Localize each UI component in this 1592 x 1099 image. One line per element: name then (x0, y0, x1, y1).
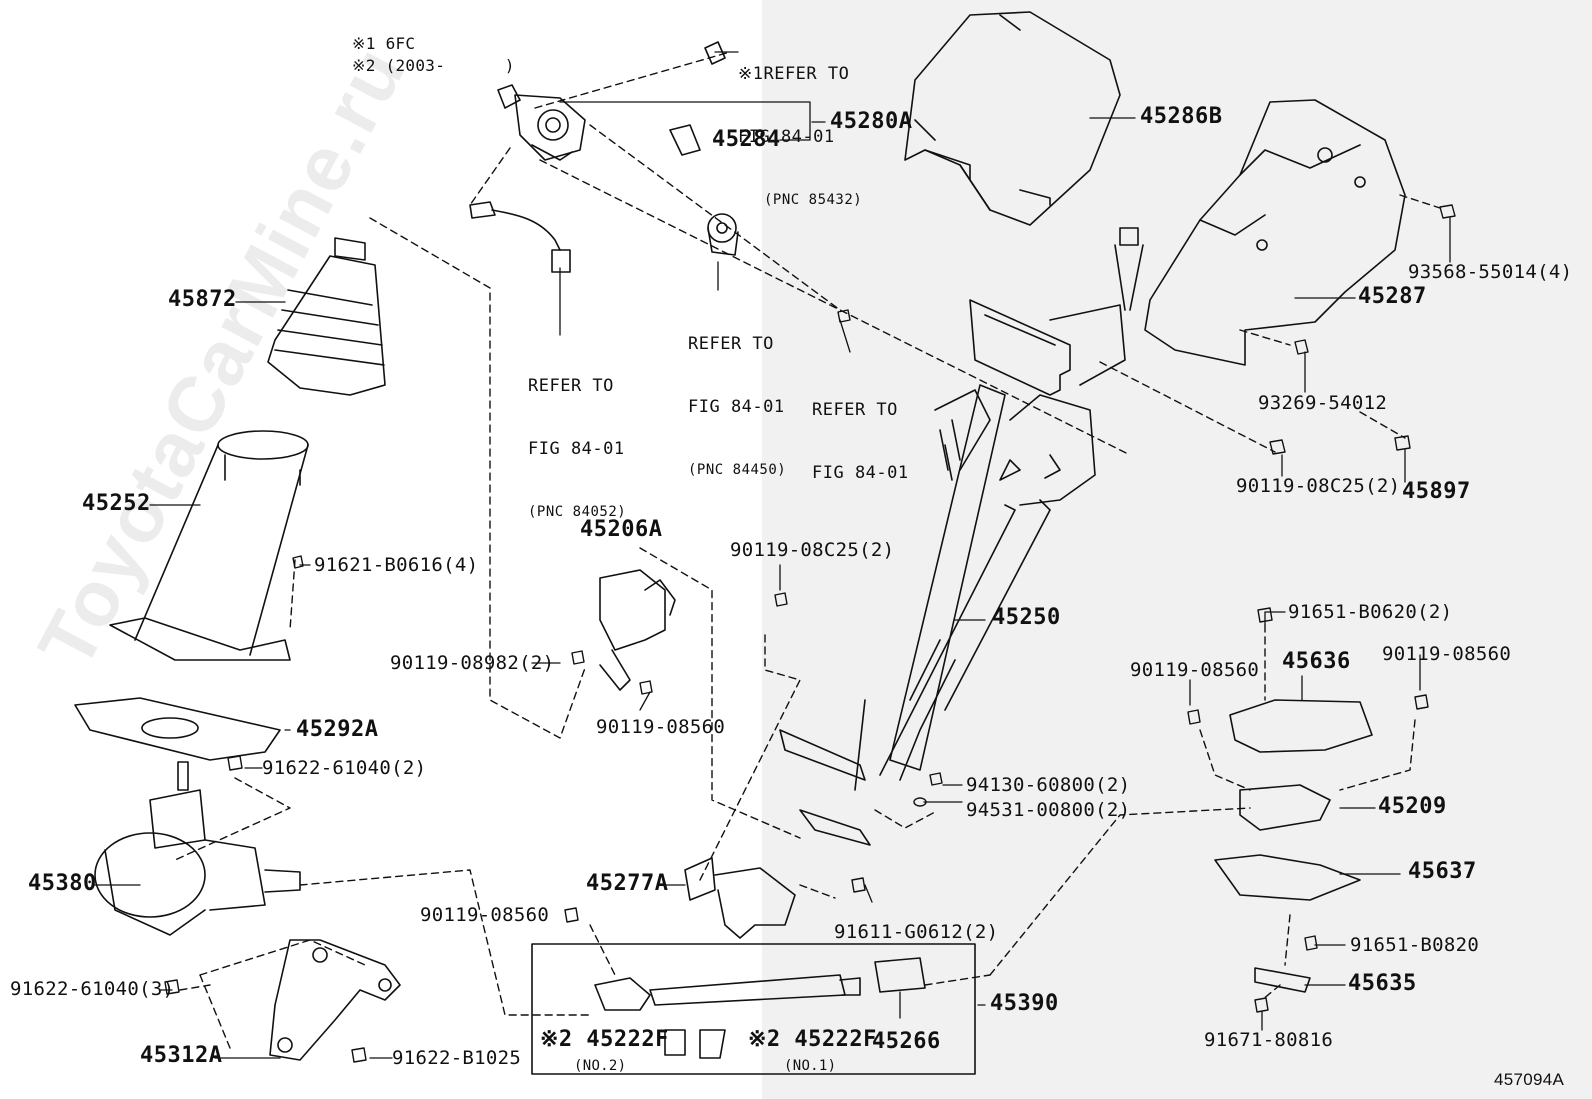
part-93568-55014[interactable]: 93568-55014(4) (1408, 261, 1573, 283)
refer-pnc: (PNC 84450) (688, 462, 787, 478)
refer-pnc: (PNC 84052) (528, 504, 627, 520)
bolts (164, 204, 1456, 1063)
part-90119-08982[interactable]: 90119-08982(2) (390, 652, 555, 674)
part-45635[interactable]: 45635 (1348, 971, 1417, 996)
wire-harness (469, 201, 571, 273)
part-90119-08560-c[interactable]: 90119-08560 (1382, 643, 1512, 665)
column-clamp (684, 857, 796, 939)
refer-to-84450[interactable]: REFER TO FIG 84-01 (PNC 84450) (688, 292, 786, 523)
note-2: ※2 (2003- ) (352, 56, 515, 75)
part-45277A[interactable]: 45277A (586, 871, 669, 896)
part-94130-60800[interactable]: 94130-60800(2) (966, 774, 1131, 796)
upper-column-cover (904, 11, 1121, 226)
part-45222F-no2-sub: (NO.2) (574, 1058, 627, 1074)
dust-boot (267, 237, 386, 396)
steering-column (779, 227, 1144, 846)
part-45872[interactable]: 45872 (168, 287, 237, 312)
part-45252[interactable]: 45252 (82, 491, 151, 516)
part-91651-B0620[interactable]: 91651-B0620(2) (1288, 601, 1453, 623)
figure-id: 457094A (1494, 1070, 1565, 1089)
column-tube (109, 430, 309, 661)
intermediate-shaft-box (531, 943, 976, 1075)
refer-to-85432[interactable]: ※1REFER TO FIG 84-01 (PNC 85432) (738, 22, 862, 253)
part-45292A[interactable]: 45292A (296, 717, 379, 742)
part-91651-B0820[interactable]: 91651-B0820 (1350, 934, 1480, 956)
gear-box (94, 761, 301, 936)
part-45390[interactable]: 45390 (990, 991, 1059, 1016)
part-91622-61040-3[interactable]: 91622-61040(3) (10, 978, 175, 1000)
part-45287[interactable]: 45287 (1358, 284, 1427, 309)
refer-line-2: FIG 84-01 (812, 463, 909, 483)
part-45280A[interactable]: 45280A (830, 109, 913, 134)
mounting-bracket (269, 939, 401, 1061)
part-90119-08C25-center[interactable]: 90119-08C25(2) (730, 539, 895, 561)
part-45222F-no2[interactable]: ※2 45222F (540, 1027, 669, 1052)
part-90119-08C25-right[interactable]: 90119-08C25(2) (1236, 475, 1401, 497)
part-45897[interactable]: 45897 (1402, 479, 1471, 504)
lower-parts-right (1214, 699, 1373, 993)
leader-lines (91, 51, 1451, 1059)
refer-line-2: FIG 84-01 (688, 397, 785, 417)
part-91622-61040-2[interactable]: 91622-61040(2) (262, 757, 427, 779)
refer-line-1: ※1REFER TO (738, 64, 850, 84)
part-45312A[interactable]: 45312A (140, 1043, 223, 1068)
part-91611-G0612[interactable]: 91611-G0612(2) (834, 921, 999, 943)
part-45222F-no1[interactable]: ※2 45222F (748, 1027, 877, 1052)
part-45380[interactable]: 45380 (28, 871, 97, 896)
background-shade (762, 0, 1592, 1099)
part-91621-B0616[interactable]: 91621-B0616(4) (314, 554, 479, 576)
refer-to-84-01[interactable]: REFER TO FIG 84-01 (812, 358, 909, 526)
part-45209[interactable]: 45209 (1378, 794, 1447, 819)
refer-line-1: REFER TO (688, 334, 774, 354)
refer-line-1: REFER TO (528, 376, 614, 396)
part-90119-08560-b[interactable]: 90119-08560 (1130, 659, 1260, 681)
part-45206A[interactable]: 45206A (580, 517, 663, 542)
refer-line-2: FIG 84-01 (528, 439, 625, 459)
part-93269-54012[interactable]: 93269-54012 (1258, 392, 1388, 414)
part-90119-08560-a[interactable]: 90119-08560 (596, 716, 726, 738)
refer-pnc: (PNC 85432) (764, 192, 863, 208)
part-45637[interactable]: 45637 (1408, 859, 1477, 884)
intermediate-shaft (594, 957, 926, 1059)
switch-assembly (497, 41, 726, 161)
refer-line-2: FIG 84-01 (738, 127, 835, 147)
part-91671-80816[interactable]: 91671-80816 (1204, 1029, 1334, 1051)
part-45266[interactable]: 45266 (872, 1029, 941, 1054)
steering-sensor (707, 213, 739, 256)
part-45222F-no1-sub: (NO.1) (784, 1058, 837, 1074)
column-bracket (599, 569, 676, 691)
part-91622-B1025[interactable]: 91622-B1025 (392, 1047, 522, 1069)
refer-line-1: REFER TO (812, 400, 898, 420)
part-45636[interactable]: 45636 (1282, 649, 1351, 674)
part-45250[interactable]: 45250 (992, 605, 1061, 630)
part-94531-00800[interactable]: 94531-00800(2) (966, 799, 1131, 821)
part-90119-08560-d[interactable]: 90119-08560 (420, 904, 550, 926)
floor-plate (74, 697, 281, 761)
part-45284[interactable]: 45284 (712, 127, 781, 152)
lower-column-cover (1144, 99, 1406, 366)
note-1: ※1 6FC (352, 34, 416, 53)
part-45286B[interactable]: 45286B (1140, 104, 1223, 129)
refer-to-84052[interactable]: REFER TO FIG 84-01 (PNC 84052) (528, 334, 626, 565)
